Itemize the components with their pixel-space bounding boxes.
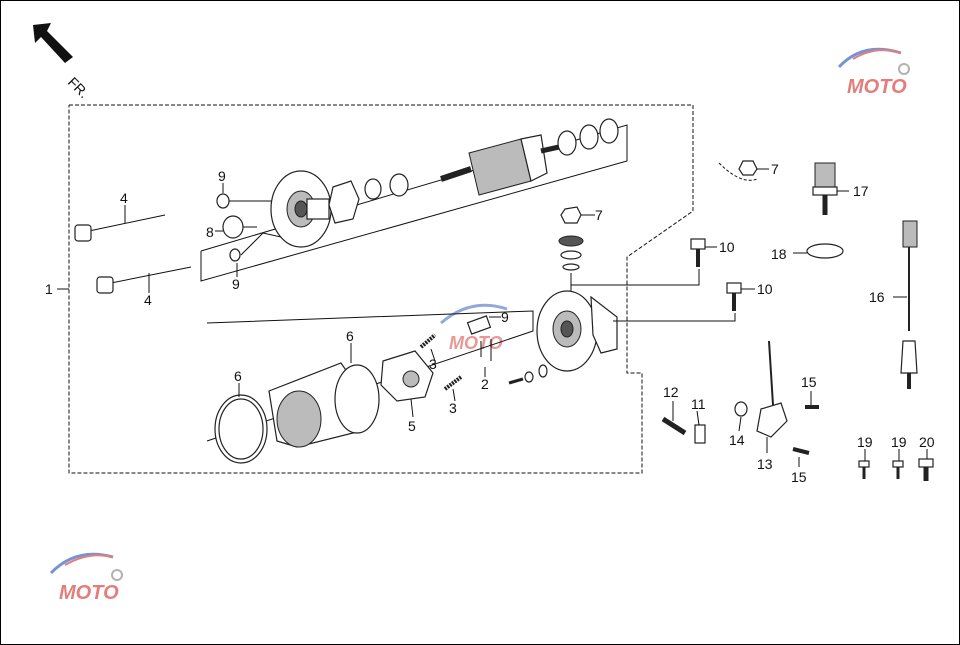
- callout-15-lower: 15: [791, 469, 807, 485]
- ring-14: [734, 401, 748, 417]
- bolt-19-left: [858, 460, 870, 479]
- front-direction-label: FR.: [65, 74, 92, 101]
- watermark-logo-middle: MOTO: [440, 303, 508, 353]
- callout-14: 14: [729, 432, 745, 448]
- front-direction-arrow: FR.: [33, 23, 92, 101]
- callout-4-upper: 4: [120, 190, 128, 206]
- callout-labels: 1 2 3 3 4 4 5 6 6 7 7 8 9 9 9 10 10 11 1…: [45, 161, 935, 485]
- rear-housing: [536, 290, 618, 372]
- washer-18: [806, 243, 844, 259]
- watermark-text: MOTO: [449, 333, 503, 353]
- long-bolt-upper: [74, 214, 166, 242]
- screw-20: [918, 458, 934, 481]
- leader-lines: [57, 168, 928, 467]
- callout-8: 8: [206, 224, 214, 240]
- callout-7-right: 7: [771, 161, 779, 177]
- callout-19-left: 19: [857, 434, 873, 450]
- washer-1: [364, 178, 382, 200]
- bolt-10-upper: [690, 238, 706, 267]
- o-ring-large: [222, 215, 244, 239]
- watermark-logo-bottom: MOTO: [49, 552, 123, 604]
- nut-stack: [558, 206, 584, 297]
- callout-10-lower: 10: [757, 281, 773, 297]
- brush-holder: [380, 350, 434, 402]
- brush-plate: [328, 180, 360, 224]
- callout-5: 5: [408, 418, 416, 434]
- bolt-10-lower: [726, 282, 742, 311]
- watermark-text: MOTO: [59, 582, 119, 604]
- watermark-logo-top: MOTO: [837, 47, 910, 98]
- spring-upper: [419, 333, 437, 349]
- callout-10-upper: 10: [719, 239, 735, 255]
- callout-9-lower: 9: [232, 276, 240, 292]
- sensor-17: [812, 162, 838, 215]
- assembly-boundary: [68, 104, 694, 474]
- nut-upper: [738, 160, 758, 176]
- o-ring-small-upper: [216, 193, 230, 209]
- pin-12: [661, 416, 687, 436]
- callout-11: 11: [691, 396, 706, 412]
- front-cover: [270, 170, 332, 248]
- callout-1: 1: [45, 281, 53, 297]
- callout-12: 12: [663, 384, 679, 400]
- callout-6-right: 6: [346, 328, 354, 344]
- callout-3-upper: 3: [429, 356, 437, 372]
- callout-9-center: 9: [501, 309, 509, 325]
- callout-9-upper: 9: [218, 168, 226, 184]
- terminal-plate: [466, 315, 492, 335]
- callout-7-center: 7: [595, 207, 603, 223]
- dowel-11: [694, 424, 706, 444]
- callout-20: 20: [919, 434, 935, 450]
- callout-13: 13: [757, 456, 773, 472]
- thrust-washer-2: [579, 124, 599, 150]
- bracket-13: [756, 340, 788, 438]
- o-ring-small-lower: [229, 248, 241, 262]
- long-bolt-lower: [96, 266, 192, 294]
- callout-15-upper: 15: [801, 374, 817, 390]
- callout-6-left: 6: [234, 368, 242, 384]
- spring-lower: [443, 375, 463, 391]
- callout-17: 17: [853, 183, 869, 199]
- callout-16: 16: [869, 289, 885, 305]
- washer-2: [389, 173, 409, 197]
- bolt-15-lower: [792, 447, 810, 455]
- callout-4-lower: 4: [144, 292, 152, 308]
- yoke-housing: [214, 362, 380, 464]
- bolt-19-right: [892, 460, 904, 479]
- armature: [440, 134, 560, 196]
- sensor-16: [900, 220, 918, 389]
- thrust-washer-1: [557, 130, 577, 156]
- watermark-text: MOTO: [847, 76, 907, 98]
- callout-2: 2: [481, 376, 489, 392]
- callout-18: 18: [771, 246, 787, 262]
- thrust-washer-3: [599, 118, 619, 144]
- callout-19-right: 19: [891, 434, 907, 450]
- callout-3-lower: 3: [449, 400, 457, 416]
